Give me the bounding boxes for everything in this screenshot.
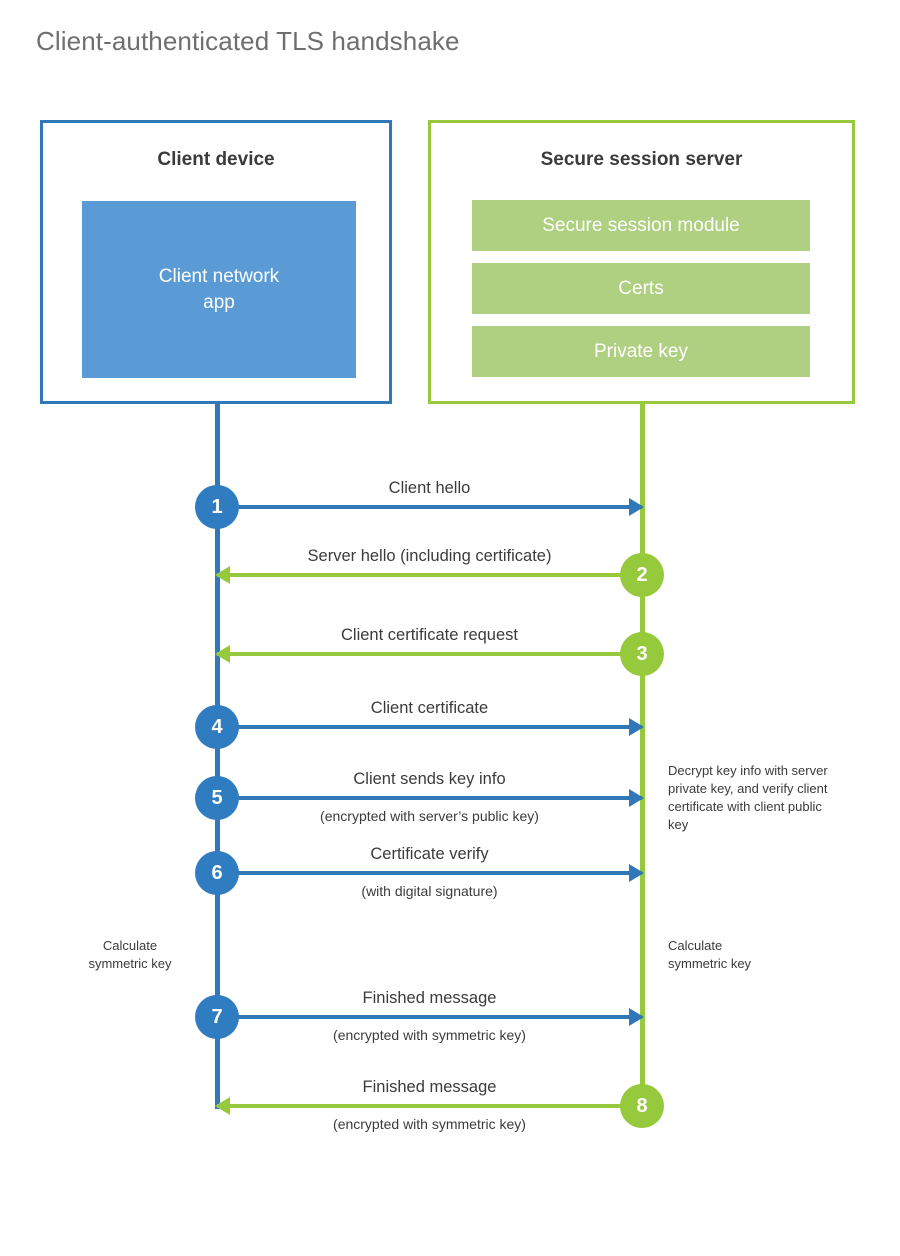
- page-title: Client-authenticated TLS handshake: [36, 26, 460, 56]
- message-label-6: Certificate verify: [370, 845, 489, 863]
- message-line-1: [217, 505, 642, 509]
- message-line-5: [217, 796, 642, 800]
- annotation-server-calculate-symmetric-key: Calculate symmetric key: [668, 938, 752, 971]
- client-device-title: Client device: [157, 149, 275, 170]
- step-badge-5[interactable]: 5: [195, 776, 239, 820]
- message-label-3: Client certificate request: [341, 626, 518, 644]
- step-badge-7[interactable]: 7: [195, 995, 239, 1039]
- annotation-client-calculate-symmetric-key: Calculate symmetric key: [88, 938, 172, 971]
- arrow-head-5: [629, 789, 644, 807]
- annotation-server-decrypt: Decrypt key info with server private key…: [668, 763, 828, 832]
- arrow-head-6: [629, 864, 644, 882]
- message-line-7: [217, 1015, 642, 1019]
- arrow-head-4: [629, 718, 644, 736]
- step-badge-2[interactable]: 2: [620, 553, 664, 597]
- message-sublabel-5: (encrypted with server’s public key): [320, 808, 539, 824]
- arrow-head-8: [215, 1097, 230, 1115]
- message-line-4: [217, 725, 642, 729]
- server-module-private-key: Private key: [472, 326, 810, 377]
- step-badge-1[interactable]: 1: [195, 485, 239, 529]
- message-sublabel-6: (with digital signature): [361, 883, 498, 899]
- arrow-head-3: [215, 645, 230, 663]
- secure-session-server-box: Secure session server Secure session mod…: [428, 120, 855, 404]
- arrow-head-7: [629, 1008, 644, 1026]
- message-label-1: Client hello: [388, 479, 471, 497]
- server-module-secure-session-module: Secure session module: [472, 200, 810, 251]
- message-label-2: Server hello (including certificate): [307, 547, 552, 565]
- arrow-head-1: [629, 498, 644, 516]
- arrow-head-2: [215, 566, 230, 584]
- client-network-app-block: Client network app: [82, 201, 356, 378]
- message-label-7: Finished message: [362, 989, 497, 1007]
- step-badge-4[interactable]: 4: [195, 705, 239, 749]
- secure-session-server-title: Secure session server: [540, 149, 743, 170]
- step-badge-6[interactable]: 6: [195, 851, 239, 895]
- message-line-3: [217, 652, 642, 656]
- server-lifeline: [640, 404, 645, 1107]
- step-badge-8[interactable]: 8: [620, 1084, 664, 1128]
- message-label-5: Client sends key info: [353, 770, 506, 788]
- message-sublabel-8: (encrypted with symmetric key): [333, 1116, 526, 1132]
- step-badge-3[interactable]: 3: [620, 632, 664, 676]
- server-module-certs: Certs: [472, 263, 810, 314]
- message-line-2: [217, 573, 642, 577]
- message-sublabel-7: (encrypted with symmetric key): [333, 1027, 526, 1043]
- message-label-8: Finished message: [362, 1078, 497, 1096]
- message-line-6: [217, 871, 642, 875]
- message-line-8: [217, 1104, 642, 1108]
- message-label-4: Client certificate: [370, 699, 489, 717]
- client-lifeline: [215, 404, 220, 1109]
- client-device-box: Client device Client network app: [40, 120, 392, 404]
